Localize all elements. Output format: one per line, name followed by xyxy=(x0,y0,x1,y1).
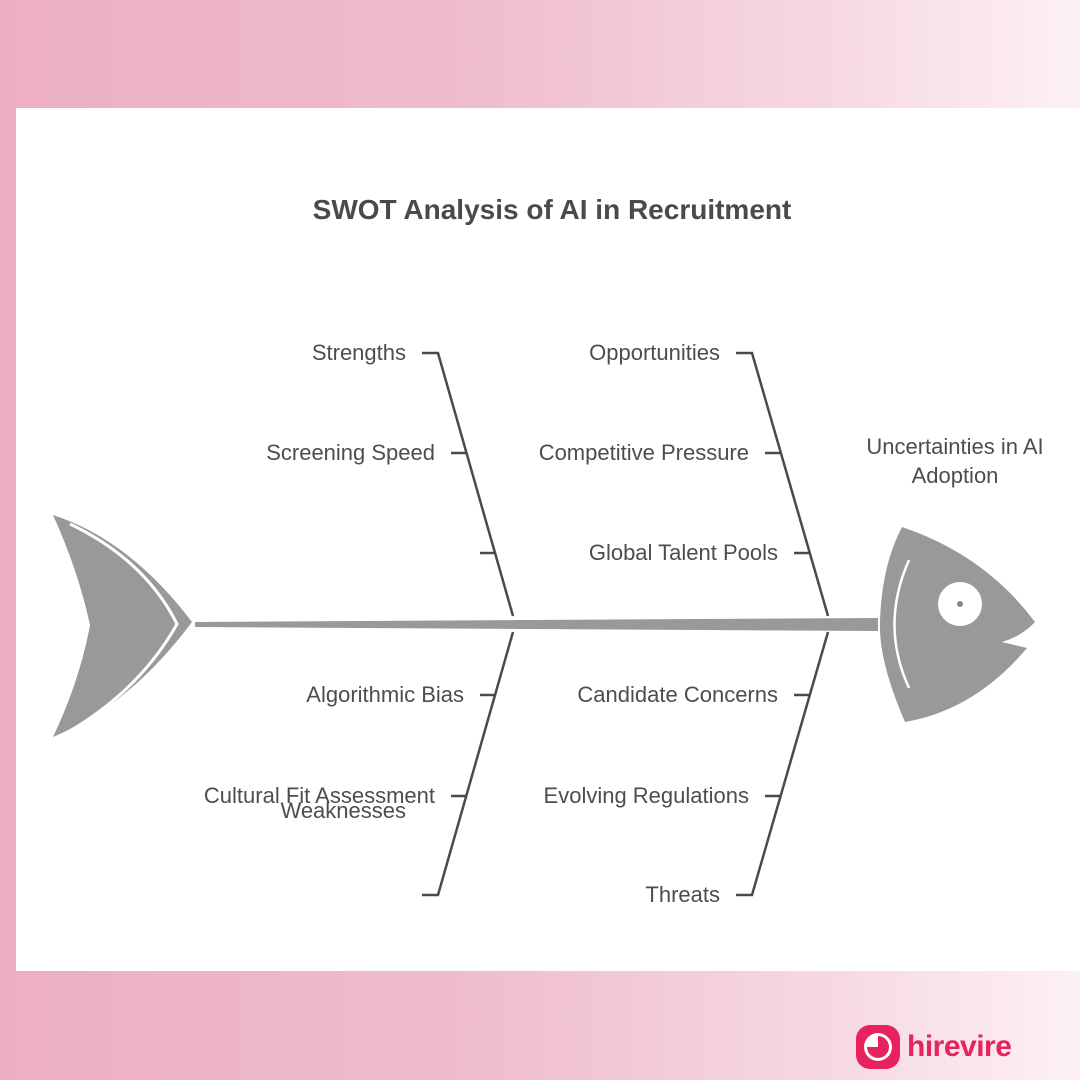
fish-tail-icon xyxy=(53,515,192,737)
cause-global-talent-pools: Global Talent Pools xyxy=(588,540,778,565)
diagram-title: SWOT Analysis of AI in Recruitment xyxy=(312,194,792,225)
label-strengths: Strengths xyxy=(311,340,406,365)
cause-screening-speed: Screening Speed xyxy=(266,440,435,465)
bone-threats xyxy=(736,631,830,897)
cause-evolving-regulations: Evolving Regulations xyxy=(543,783,749,808)
bone-opportunities xyxy=(736,351,830,617)
cause-competitive-pressure: Competitive Pressure xyxy=(538,440,749,465)
brand-name: hirevire xyxy=(907,1030,1012,1063)
cause-candidate-concerns: Candidate Concerns xyxy=(577,682,778,707)
cause-algorithmic-bias: Algorithmic Bias xyxy=(306,682,464,707)
label-opportunities: Opportunities xyxy=(589,340,720,365)
label-weaknesses: Weaknesses xyxy=(280,798,406,823)
label-threats: Threats xyxy=(645,882,720,907)
bone-strengths xyxy=(422,351,515,617)
spine xyxy=(195,618,878,631)
cause-cultural-fit-assessment: Cultural Fit Assessment xyxy=(203,783,435,808)
fish-head-icon xyxy=(879,527,1035,722)
brand-logo: hirevire xyxy=(855,1024,1012,1070)
effect-label: Uncertainties in AI Adoption xyxy=(866,434,1044,488)
hirevire-logo-icon xyxy=(856,1025,900,1069)
bone-weaknesses xyxy=(422,631,515,897)
